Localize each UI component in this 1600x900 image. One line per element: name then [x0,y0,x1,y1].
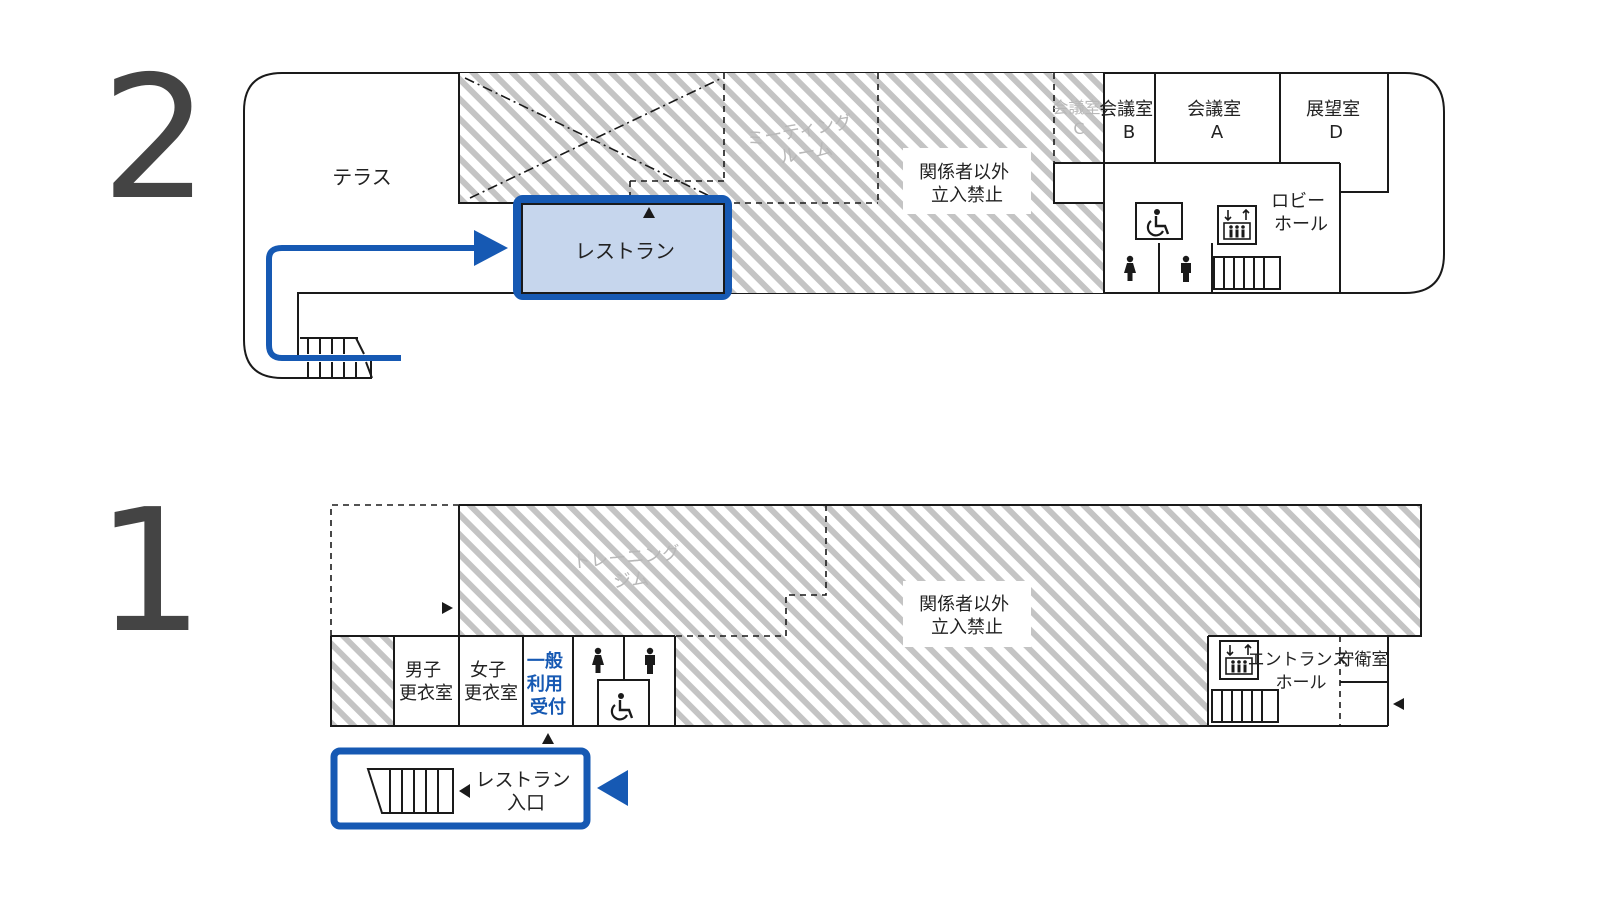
walls-1f [330,504,1422,727]
door-marker-1f-west [442,602,453,614]
floor-2-number: 2 [101,40,209,238]
elevator-icon [1217,205,1257,245]
mens-locker-label: 男子 更衣室 [399,660,453,704]
restaurant-door-marker [459,784,470,798]
male-restroom-icon [645,647,655,674]
wheelchair-icon-frame-2f [1135,202,1183,240]
route-arrow-2f [474,230,508,266]
stairs-icon [366,768,454,814]
stairs-icon [1211,689,1279,723]
wheelchair-icon [610,691,634,721]
lobby-label: ロビー ホール [1271,191,1331,235]
conf-a-label: 会議室 A [1187,99,1247,143]
main-entrance-marker [1393,698,1404,710]
restaurant-label-2f: レストラン [575,239,675,263]
female-restroom-icon [592,647,604,673]
general-reception-label: 一般 利用 受付 [527,650,569,718]
conf-c-label: 会議室 C [1052,98,1105,138]
womens-locker-label: 女子 更衣室 [464,660,518,704]
stairs-icon [1213,256,1281,290]
restricted-label-2f: 関係者以外 立入禁止 [919,162,1015,206]
walls-2f-east [1053,73,1389,293]
observation-d-label: 展望室 D [1306,99,1366,143]
restaurant-2f[interactable] [513,195,732,300]
restricted-label-1f: 関係者以外 立入禁止 [919,594,1015,638]
hatch-left-1f [331,636,394,726]
floor-2: 2 関係者以外 立入禁止 ミーティング ルーム [101,40,1445,379]
restaurant-entrance-label: レストラン 入口 [475,769,576,814]
dashed-lines-2f [464,73,1055,204]
route-arrow-1f [597,770,628,806]
entrance-hall-label: エントランス ホール [1247,650,1354,693]
terrace-label: テラス [332,165,392,189]
restricted-label-bg-1f [903,581,1031,647]
floor-1: 1 関係者以外 立入禁止 [96,473,1422,830]
entrance-marker-2f [643,207,655,218]
dashed-lines-1f [330,504,1341,726]
floor-1-number: 1 [96,473,204,671]
entrance-marker-reception [542,733,554,744]
conf-b-label: 会議室 B [1099,99,1159,143]
route-line-2f [266,245,478,361]
restricted-label-bg-2f [903,148,1031,214]
guard-room-label: 守衛室 [1338,650,1389,670]
